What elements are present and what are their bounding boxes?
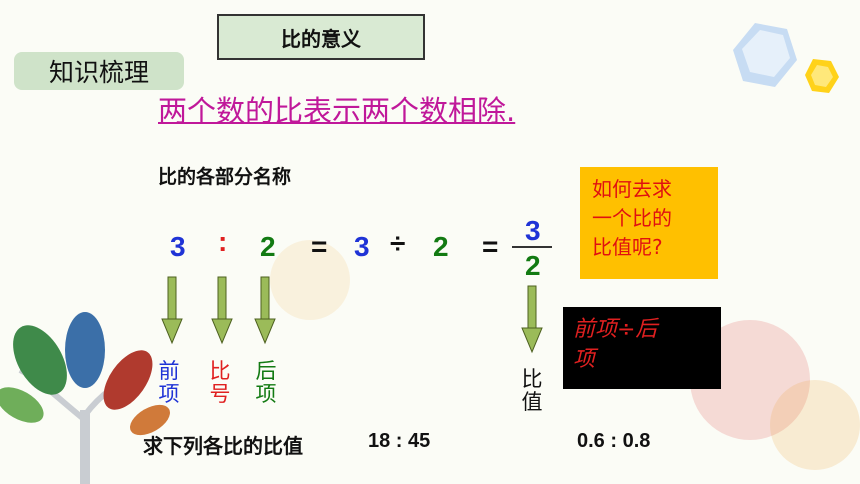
question-line-3: 比值呢? xyxy=(592,235,663,259)
question-line-1: 如何去求 xyxy=(592,177,672,201)
arrow-colon xyxy=(211,276,233,345)
label-antecedent-char2: 项 xyxy=(158,382,180,406)
fraction-denominator: 2 xyxy=(525,250,541,281)
equals-sign-2: = xyxy=(482,231,499,262)
fraction-bar xyxy=(512,246,552,248)
division-sign: ÷ xyxy=(390,228,406,259)
arrow-ratio-value xyxy=(521,285,543,354)
background-balloon-orange xyxy=(770,380,860,470)
dividend-number: 3 xyxy=(354,231,370,262)
section-tag: 知识梳理 xyxy=(14,52,184,90)
label-colon: 比 号 xyxy=(207,360,233,406)
background-blob xyxy=(270,240,350,320)
answer-line-1: 前项÷后 xyxy=(573,317,658,342)
arrow-consequent xyxy=(254,276,276,345)
label-consequent-char1: 后 xyxy=(255,359,277,383)
label-colon-char1: 比 xyxy=(209,359,231,383)
label-colon-char2: 号 xyxy=(209,382,231,406)
fraction-numerator: 3 xyxy=(525,215,541,246)
exercise-ratio-1: 18 : 45 xyxy=(368,430,431,452)
label-antecedent-char1: 前 xyxy=(158,359,180,383)
consequent-number: 2 xyxy=(260,231,276,262)
label-ratio-value-char1: 比 xyxy=(521,367,543,391)
label-antecedent: 前 项 xyxy=(156,360,182,406)
answer-callout: 前项÷后 项 xyxy=(563,307,721,389)
equals-sign-1: = xyxy=(311,231,328,262)
exercise-prompt: 求下列各比的比值 xyxy=(143,434,303,458)
tree-decoration xyxy=(0,312,170,484)
hexagon-decoration xyxy=(733,23,839,93)
label-ratio-value-char2: 值 xyxy=(521,390,543,414)
question-line-2: 一个比的 xyxy=(592,206,672,230)
definition-statement: 两个数的比表示两个数相除. xyxy=(158,94,516,128)
answer-line-2: 项 xyxy=(573,347,596,372)
divisor-number: 2 xyxy=(433,231,449,262)
antecedent-number: 3 xyxy=(170,231,186,262)
page-title: 比的意义 xyxy=(217,14,425,60)
arrow-antecedent xyxy=(161,276,183,345)
label-consequent-char2: 项 xyxy=(255,382,277,406)
label-ratio-value: 比 值 xyxy=(519,368,545,414)
label-consequent: 后 项 xyxy=(253,360,279,406)
parts-subheading: 比的各部分名称 xyxy=(158,166,292,188)
exercise-ratio-2: 0.6 : 0.8 xyxy=(577,430,651,452)
colon-symbol: : xyxy=(218,226,228,257)
question-callout: 如何去求 一个比的 比值呢? xyxy=(580,167,718,279)
